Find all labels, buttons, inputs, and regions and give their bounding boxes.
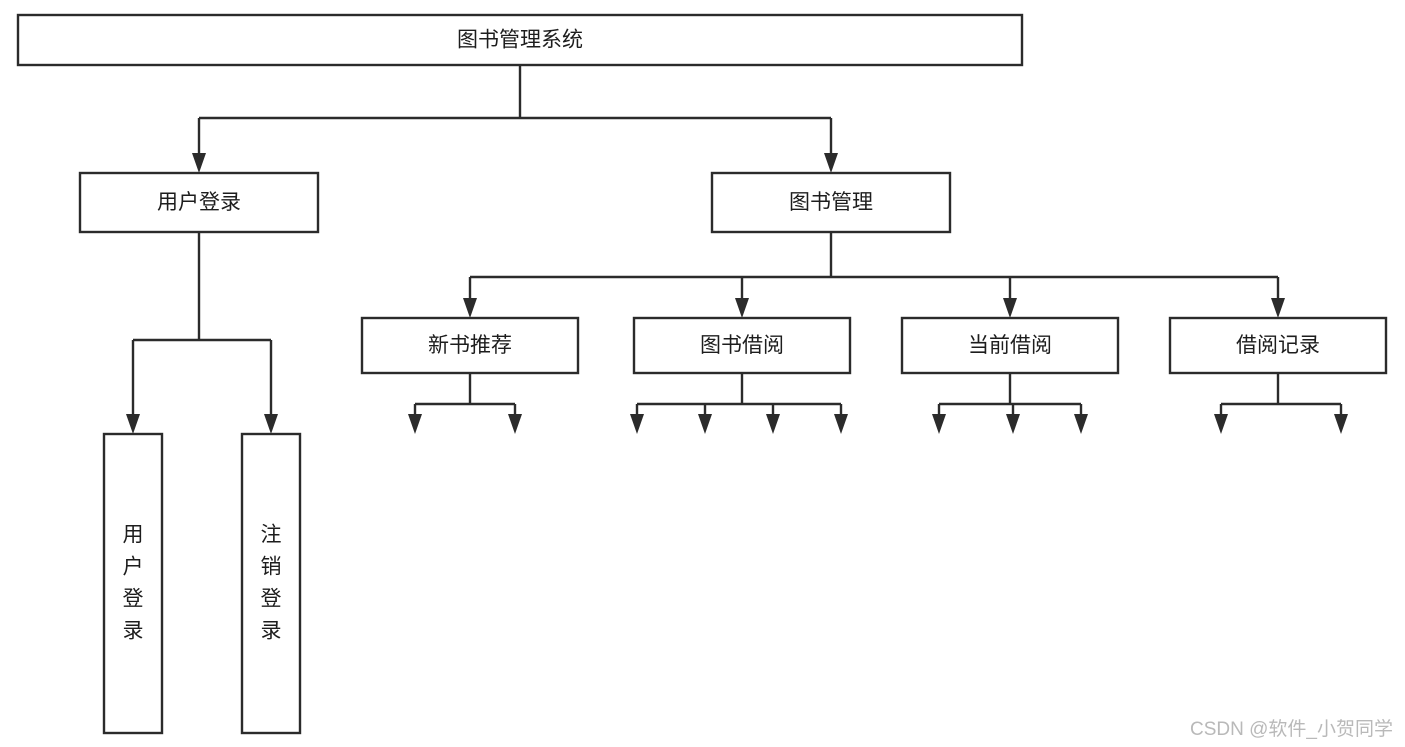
connector-arrowhead <box>1003 298 1017 318</box>
node-label-book-borrow: 图书借阅 <box>700 334 784 357</box>
node-layer: 图书管理系统用户登录用户登录注销登录图书管理新书推荐图书借阅当前借阅借阅记录 <box>16 13 1388 735</box>
node-box-book-borrow <box>632 316 852 375</box>
connector-arrowhead <box>630 414 644 434</box>
node-borrow-record[interactable]: 借阅记录 <box>1168 316 1388 375</box>
node-root[interactable]: 图书管理系统 <box>16 13 1024 67</box>
connector-arrowhead <box>126 414 140 434</box>
csdn-watermark: CSDN @软件_小贺同学 <box>1190 718 1393 740</box>
connector-arrowhead <box>698 414 712 434</box>
node-label-borrow-record: 借阅记录 <box>1236 334 1320 357</box>
node-label-book-manage: 图书管理 <box>789 191 873 214</box>
node-label-user-login-do: 用户登录 <box>123 524 144 643</box>
node-label-user-logout: 注销登录 <box>261 524 282 643</box>
connector-arrowhead <box>408 414 422 434</box>
connector-arrowhead <box>824 153 838 173</box>
connector-arrowhead <box>1271 298 1285 318</box>
node-box-new-book-recommend <box>360 316 580 375</box>
node-box-user-logout <box>240 432 302 735</box>
connector-arrowhead <box>192 153 206 173</box>
node-box-root <box>16 13 1024 67</box>
connector-arrowhead <box>932 414 946 434</box>
node-label-user-login: 用户登录 <box>157 191 241 214</box>
node-user-logout[interactable]: 注销登录 <box>240 432 302 735</box>
connector-arrowhead <box>766 414 780 434</box>
connector-arrowhead <box>1334 414 1348 434</box>
node-label-current-borrow: 当前借阅 <box>968 334 1052 357</box>
node-box-user-login-do <box>102 432 164 735</box>
connector-arrowhead <box>1006 414 1020 434</box>
node-box-borrow-record <box>1168 316 1388 375</box>
node-box-current-borrow <box>900 316 1120 375</box>
connector-arrowhead <box>1214 414 1228 434</box>
node-user-login[interactable]: 用户登录 <box>78 171 320 234</box>
node-new-book-recommend[interactable]: 新书推荐 <box>360 316 580 375</box>
connector-arrowhead <box>508 414 522 434</box>
node-book-borrow[interactable]: 图书借阅 <box>632 316 852 375</box>
node-label-new-book-recommend: 新书推荐 <box>428 334 512 357</box>
node-box-book-manage <box>710 171 952 234</box>
node-user-login-do[interactable]: 用户登录 <box>102 432 164 735</box>
node-label-root: 图书管理系统 <box>457 29 583 52</box>
connector-arrowhead <box>834 414 848 434</box>
connector-layer <box>126 65 1348 434</box>
node-box-user-login <box>78 171 320 234</box>
connector-arrowhead <box>1074 414 1088 434</box>
node-current-borrow[interactable]: 当前借阅 <box>900 316 1120 375</box>
connector-arrowhead <box>264 414 278 434</box>
node-book-manage[interactable]: 图书管理 <box>710 171 952 234</box>
connector-arrowhead <box>735 298 749 318</box>
connector-arrowhead <box>463 298 477 318</box>
